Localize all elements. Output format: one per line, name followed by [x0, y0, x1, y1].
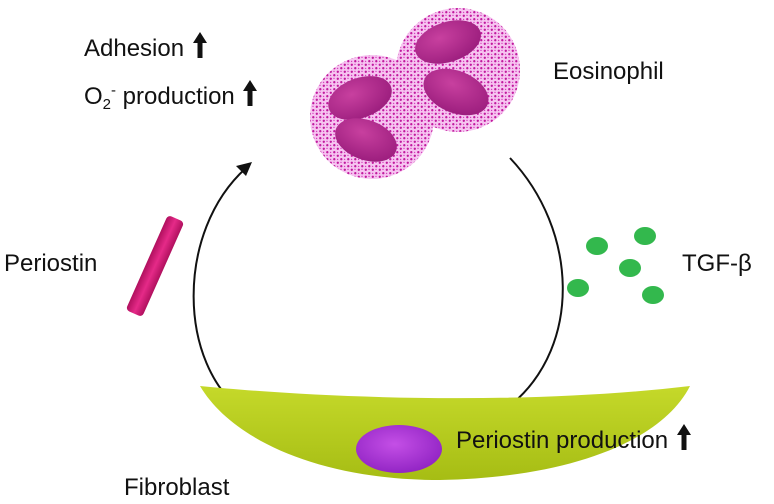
left-cycle-arrow-icon: [192, 162, 252, 413]
o2-superscript: -: [111, 82, 117, 99]
o2-suffix: production: [116, 83, 235, 110]
adhesion-text: Adhesion: [84, 35, 185, 62]
o2-subscript: 2: [102, 96, 112, 113]
periostin-production-label: Periostin production: [456, 424, 691, 455]
fibroblast-cell-icon: [200, 386, 690, 480]
periostin-rod-icon: [126, 216, 184, 316]
o2-production-label: O2- production: [84, 80, 258, 113]
up-arrow-icon: [676, 424, 691, 450]
periostin-label: Periostin: [4, 250, 98, 277]
tgf-beta-dots-icon: [567, 227, 664, 304]
adhesion-label: Adhesion: [84, 32, 207, 63]
tgf-beta-label: TGF-β: [682, 250, 752, 277]
up-arrow-icon: [192, 32, 207, 58]
up-arrow-icon: [243, 80, 258, 106]
eosinophil-label: Eosinophil: [553, 58, 664, 85]
o2-prefix: O: [84, 83, 103, 110]
eosinophil-cell-icon: [310, 8, 520, 179]
right-cycle-arrow-icon: [502, 157, 564, 412]
fibroblast-label: Fibroblast: [124, 474, 230, 501]
periostin-production-text: Periostin production: [456, 427, 669, 454]
